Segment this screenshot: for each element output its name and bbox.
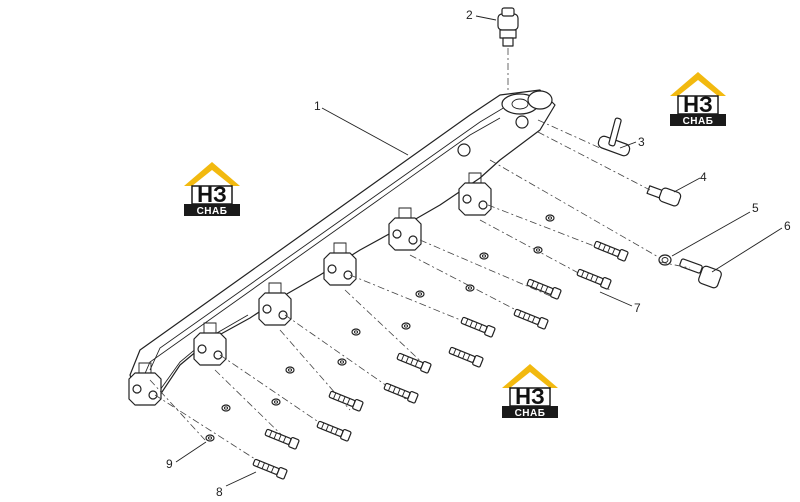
watermark-logo: НЗ СНАБ: [183, 161, 241, 217]
callout-3: 3: [638, 135, 645, 149]
watermark-top-text: НЗ: [197, 182, 227, 207]
callout-2: 2: [466, 8, 473, 22]
watermark-logo: НЗ СНАБ: [669, 71, 727, 127]
temp-sensor-part-6: [679, 258, 722, 289]
callout-7: 7: [634, 301, 641, 315]
fuel-rail-manifold: [128, 89, 556, 406]
callout-4: 4: [700, 170, 707, 184]
watermark-bottom-text: СНАБ: [683, 116, 714, 127]
watermark-logo: НЗ СНАБ: [501, 363, 559, 419]
watermark-bottom-text: СНАБ: [197, 206, 228, 217]
o-ring-part-5: [658, 254, 672, 266]
watermark-top-text: НЗ: [515, 384, 545, 409]
sensor-part-4: [646, 185, 682, 207]
callout-1: 1: [314, 99, 321, 113]
callout-9: 9: [166, 457, 173, 471]
watermark-top-text: НЗ: [683, 92, 713, 117]
pressure-sender-part-2: [497, 7, 519, 47]
callout-labels: 1 2 3 4 5 6 7 8 9: [166, 8, 791, 499]
washers: [205, 214, 555, 442]
watermark-bottom-text: СНАБ: [515, 408, 546, 419]
dashed-guide-lines: [149, 48, 691, 476]
leader-lines: [175, 15, 783, 487]
callout-6: 6: [784, 219, 791, 233]
callout-5: 5: [752, 201, 759, 215]
callout-8: 8: [216, 485, 223, 499]
tube-part-3: [597, 117, 631, 157]
